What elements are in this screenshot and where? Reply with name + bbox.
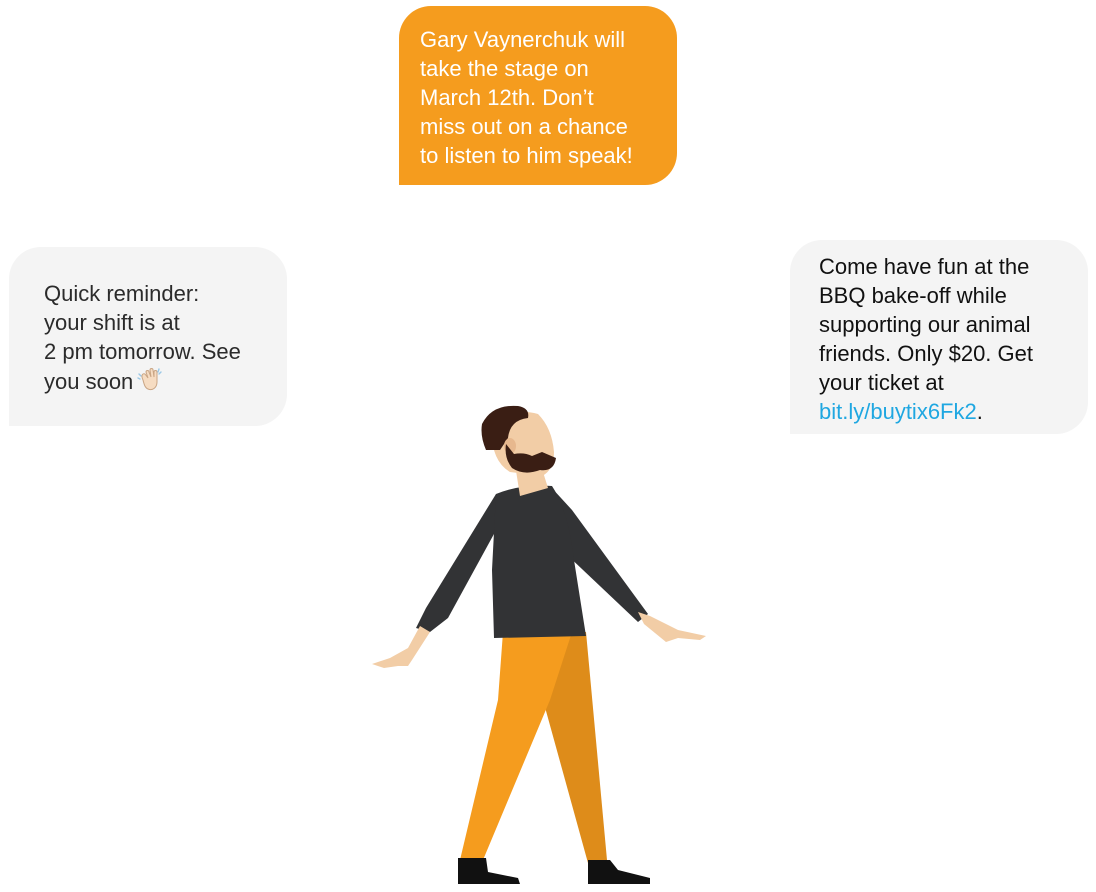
fundraiser-message-text: .	[976, 399, 983, 424]
reminder-message-line: your shift is at	[44, 310, 180, 335]
fundraiser-message-bubble: Come have fun at the BBQ bake-off while …	[790, 240, 1088, 434]
fundraiser-message-line: supporting our animal	[819, 312, 1031, 337]
fundraiser-message-line: friends. Only $20. Get	[819, 341, 1033, 366]
event-message-line: March 12th. Don’t	[420, 85, 594, 110]
ticket-link[interactable]: bit.ly/buytix6Fk2	[819, 399, 977, 424]
person-looking-up-illustration	[372, 405, 706, 884]
reminder-message-line: 2 pm tomorrow. See	[44, 339, 241, 364]
reminder-message-text: you soon	[44, 369, 134, 394]
reminder-message-bubble: Quick reminder: your shift is at 2 pm to…	[9, 247, 287, 426]
fundraiser-message-line: your ticket at	[819, 370, 944, 395]
fundraiser-message-line: Come have fun at the	[819, 254, 1030, 279]
waving-hand-icon	[137, 366, 163, 399]
event-message-line: to listen to him speak!	[420, 143, 633, 168]
fundraiser-message-line: BBQ bake-off while	[819, 283, 1007, 308]
fundraiser-message-line: bit.ly/buytix6Fk2.	[819, 397, 1074, 426]
event-message-line: take the stage on	[420, 56, 589, 81]
reminder-message-line: you soon	[44, 366, 267, 399]
event-message-bubble: Gary Vaynerchuk will take the stage on M…	[399, 6, 677, 185]
reminder-message-line: Quick reminder:	[44, 281, 200, 306]
event-message-line: Gary Vaynerchuk will	[420, 27, 625, 52]
event-message-line: miss out on a chance	[420, 114, 628, 139]
